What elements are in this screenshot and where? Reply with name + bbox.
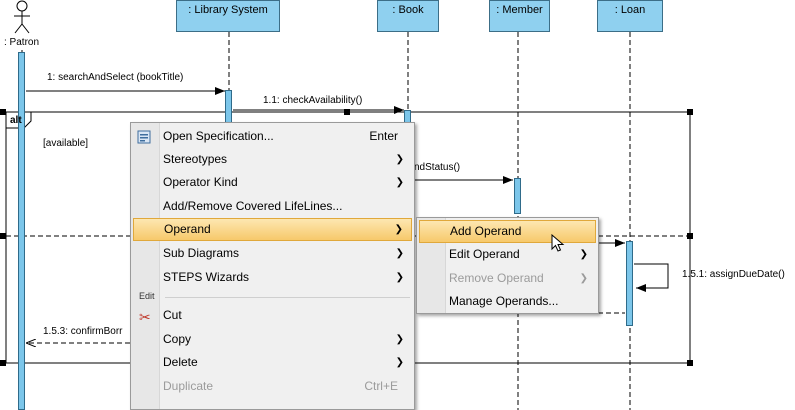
submenu-arrow-icon: ❯	[395, 177, 404, 188]
menu-item-shortcut: Enter	[369, 129, 398, 143]
fragment-operator-label: alt	[10, 115, 22, 126]
menu-separator	[165, 297, 410, 298]
menu-item-label: Duplicate	[163, 379, 214, 393]
fragment-guard-label[interactable]: [available]	[43, 138, 89, 149]
menu-item-operand[interactable]: Operand ❯	[133, 218, 412, 241]
menu-item-open-specification[interactable]: Open Specification... Enter	[133, 125, 412, 148]
menu-item-label: Delete	[163, 355, 198, 369]
menu-item-label: Sub Diagrams	[163, 246, 240, 260]
message-label-1[interactable]: 1: searchAndSelect (bookTitle)	[47, 72, 184, 83]
menu-section-header-edit: Edit	[139, 291, 155, 301]
submenu-item-manage-operands[interactable]: Manage Operands...	[419, 290, 596, 313]
submenu-item-edit-operand[interactable]: Edit Operand ❯	[419, 243, 596, 266]
menu-item-delete[interactable]: Delete ❯	[133, 351, 412, 374]
context-menu: Open Specification... Enter Stereotypes …	[130, 122, 415, 410]
open-specification-icon	[137, 129, 151, 144]
activation-member[interactable]	[514, 178, 521, 214]
submenu-item-remove-operand[interactable]: Remove Operand ❯	[419, 267, 596, 290]
menu-item-label: Operand	[164, 222, 211, 236]
submenu-arrow-icon: ❯	[395, 334, 404, 345]
menu-item-copy[interactable]: Copy ❯	[133, 328, 412, 351]
menu-item-label: Copy	[163, 332, 192, 346]
menu-item-add-remove-lifelines[interactable]: Add/Remove Covered LifeLines...	[133, 195, 412, 218]
menu-item-stereotypes[interactable]: Stereotypes ❯	[133, 148, 412, 171]
lifeline-head-book[interactable]: : Book	[377, 0, 439, 32]
message-label-1-1[interactable]: 1.1: checkAvailability()	[263, 95, 363, 106]
submenu-arrow-icon: ❯	[579, 273, 588, 284]
menu-item-sub-diagrams[interactable]: Sub Diagrams ❯	[133, 242, 412, 265]
menu-item-label: Operator Kind	[163, 175, 238, 189]
submenu-arrow-icon: ❯	[395, 248, 404, 259]
operand-submenu: Add Operand Edit Operand ❯ Remove Operan…	[416, 217, 599, 314]
lifeline-head-library-system[interactable]: : Library System	[176, 0, 280, 32]
message-label-1-5-1[interactable]: 1.5.1: assignDueDate()	[682, 269, 785, 280]
submenu-item-add-operand[interactable]: Add Operand	[419, 220, 596, 243]
submenu-arrow-icon: ❯	[395, 357, 404, 368]
lifeline-head-member[interactable]: : Member	[489, 0, 550, 32]
selection-handles	[0, 109, 693, 366]
menu-item-label: Edit Operand	[449, 247, 520, 261]
menu-icon-strip	[131, 123, 160, 409]
menu-item-label: STEPS Wizards	[163, 270, 250, 284]
submenu-arrow-icon: ❯	[579, 249, 588, 260]
self-message-arrow-1-5-1[interactable]	[634, 263, 669, 292]
menu-item-label: Manage Operands...	[449, 294, 559, 308]
activation-loan[interactable]	[626, 241, 633, 326]
menu-item-steps-wizards[interactable]: STEPS Wizards ❯	[133, 266, 412, 289]
menu-item-shortcut: Ctrl+E	[364, 379, 398, 393]
activation-patron[interactable]	[18, 52, 25, 410]
lifeline-label-patron[interactable]: : Patron	[4, 37, 40, 48]
message-label-1-5-3[interactable]: 1.5.3: confirmBorr	[43, 326, 123, 337]
menu-item-label: Add Operand	[450, 224, 522, 238]
menu-item-label: Stereotypes	[163, 152, 228, 166]
submenu-arrow-icon: ❯	[395, 272, 404, 283]
menu-item-duplicate[interactable]: Duplicate Ctrl+E	[133, 375, 412, 398]
mouse-cursor-icon	[551, 234, 565, 252]
message-label-partial[interactable]: ndStatus()	[414, 162, 461, 173]
submenu-arrow-icon: ❯	[395, 154, 404, 165]
patron-actor-icon	[14, 0, 30, 34]
scissors-icon: ✂	[139, 309, 151, 325]
menu-item-label: Remove Operand	[449, 271, 544, 285]
menu-item-label: Cut	[163, 308, 182, 322]
lifeline-head-loan[interactable]: : Loan	[597, 0, 663, 32]
menu-item-cut[interactable]: ✂ Cut	[133, 304, 412, 327]
submenu-arrow-icon: ❯	[394, 224, 403, 235]
menu-item-operator-kind[interactable]: Operator Kind ❯	[133, 171, 412, 194]
menu-item-label: Add/Remove Covered LifeLines...	[163, 199, 343, 213]
menu-item-label: Open Specification...	[163, 129, 274, 143]
